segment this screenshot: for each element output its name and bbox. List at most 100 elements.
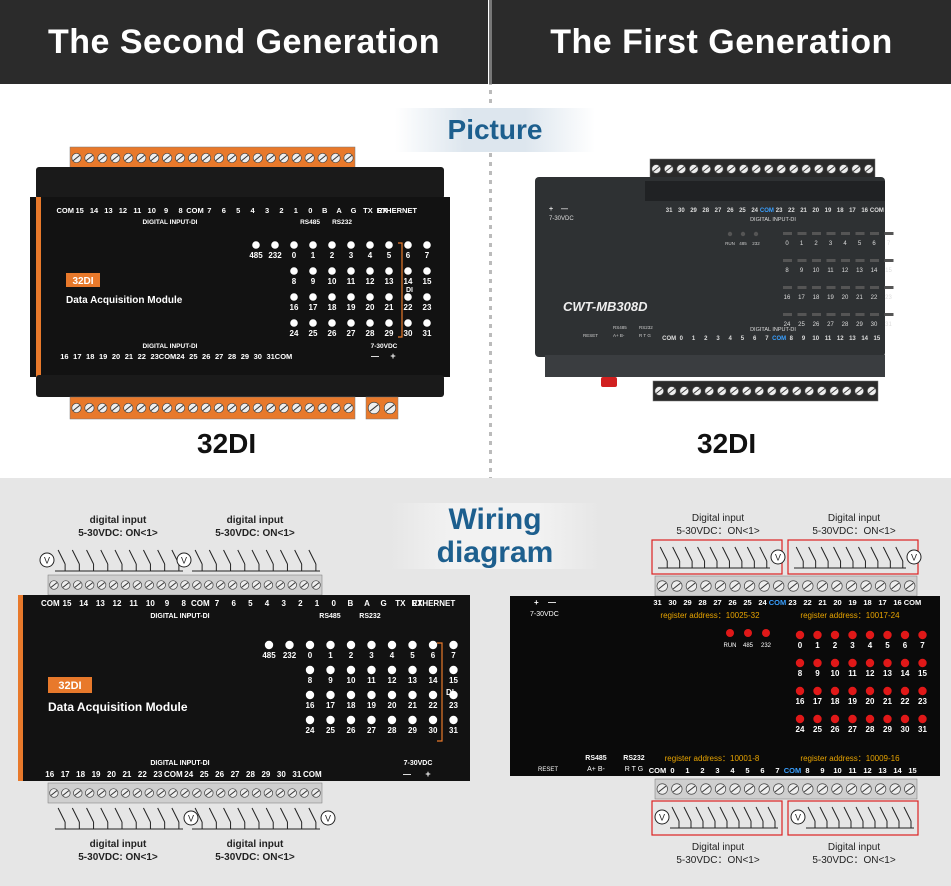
- bottom-terminal-screw-slot: [86, 790, 93, 796]
- top-input-b-voltage-symbol: [176, 552, 192, 568]
- top-terminal-screw-slot: [277, 582, 284, 588]
- bottom-terminal-screw-slot: [176, 405, 184, 411]
- di-led-led: [423, 267, 431, 275]
- di-led-led: [848, 714, 857, 724]
- bottom-input-a-voltage-v: V: [659, 813, 665, 823]
- bottom-terminal-label: 22: [138, 352, 146, 361]
- top-terminal-screw-slot: [840, 166, 848, 172]
- top-terminal-screw-slot: [827, 166, 835, 172]
- top-terminal-screw-slot: [701, 582, 710, 590]
- bottom-terminal-screw-slot: [202, 405, 210, 411]
- top-input-a-switch: [142, 549, 151, 565]
- di-led-label: 26: [347, 726, 356, 735]
- bottom-input-b-switch: [308, 807, 317, 823]
- bottom-terminal-label: 22: [138, 770, 147, 779]
- bottom-terminal-screw-slot: [312, 790, 320, 796]
- di-led-led: [309, 241, 317, 249]
- bottom-terminal-label: 2: [700, 766, 704, 775]
- bottom-input-b-voltage-v: V: [325, 814, 331, 824]
- rs485-label: RS485: [300, 219, 320, 226]
- top-terminal-screw-slot: [332, 155, 340, 161]
- bottom-input-b-switch: [237, 807, 246, 823]
- bottom-input-a-switch: [142, 807, 151, 823]
- bottom-terminal-screw-slot: [62, 790, 70, 796]
- di-led-label: 24: [290, 329, 299, 338]
- di-led-label: 31: [423, 329, 432, 338]
- top-terminal-screw-slot: [731, 582, 740, 590]
- bottom-input-a-switch: [743, 806, 752, 822]
- top-terminal-label: 30: [678, 208, 685, 214]
- rs485-pins: A+ B-: [613, 333, 625, 338]
- di-led-label: 11: [347, 277, 356, 286]
- di-led-led: [900, 686, 910, 696]
- top-terminal-label: 0: [308, 206, 312, 215]
- di-led-label: 17: [309, 303, 318, 312]
- top-terminal-screw-slot: [134, 582, 141, 588]
- second-gen-caption: 32DI: [197, 428, 257, 459]
- di-led-label: 23: [423, 303, 432, 312]
- bottom-terminal-label: 18: [86, 352, 94, 361]
- di-led: [884, 232, 894, 235]
- di-led-label: 20: [388, 701, 397, 710]
- bottom-terminal-label: 3: [715, 766, 719, 775]
- top-terminal-label: 5: [236, 206, 240, 215]
- top-terminal-screw-slot: [715, 166, 723, 172]
- top-terminal-label: 26: [727, 208, 734, 214]
- di-led-label: 8: [292, 277, 297, 286]
- di-led-label: 22: [404, 303, 413, 312]
- di-led-label: 15: [449, 676, 458, 685]
- rs232-pins: R T G: [625, 766, 643, 773]
- di-led-led: [404, 241, 412, 249]
- module-name: Data Acquisition Module: [66, 295, 183, 306]
- bottom-terminal-screw-slot: [668, 388, 676, 394]
- top-terminal-screw-slot: [765, 166, 773, 172]
- top-input-b-switch: [857, 546, 866, 562]
- di-led-led: [305, 640, 315, 650]
- di-led-label: 4: [390, 651, 395, 660]
- di-bracket: [437, 642, 443, 742]
- bottom-terminal-screw-slot: [805, 388, 813, 394]
- di-led-label: 21: [856, 295, 863, 301]
- bottom-di-label: DIGITAL INPUT-DI: [750, 327, 796, 333]
- di-led-label: 9: [311, 277, 316, 286]
- di-led-led: [328, 241, 336, 249]
- status-led: [744, 629, 752, 637]
- di-led: [841, 232, 850, 235]
- rs485-pins: A+ B-: [587, 766, 605, 773]
- bottom-terminal-label: 10: [833, 766, 841, 775]
- bottom-terminal-label: 16: [60, 352, 68, 361]
- bottom-terminal-label: 15: [874, 336, 881, 342]
- di-led-led: [347, 267, 355, 275]
- top-terminal-label: 15: [75, 206, 83, 215]
- di-led: [870, 286, 879, 289]
- top-terminal-label: 3: [281, 599, 286, 608]
- bottom-terminal-screw-slot: [344, 405, 353, 411]
- di-led-label: 1: [311, 251, 316, 260]
- bottom-input-a-switch: [100, 807, 109, 823]
- di-led-label: 15: [423, 277, 432, 286]
- di-led-led: [918, 658, 927, 668]
- status-led: [740, 231, 746, 237]
- bottom-input-a-switch: [671, 806, 680, 822]
- top-terminal-label: 4: [265, 599, 270, 608]
- bottom-terminal-label: 25: [189, 352, 197, 361]
- di-led-led: [367, 715, 376, 725]
- top-terminal-screw-slot: [228, 155, 236, 161]
- top-terminal-screw-slot: [815, 166, 823, 172]
- di-bracket-label: DI: [446, 688, 454, 697]
- bottom-terminal-screw-slot: [332, 405, 340, 411]
- bottom-terminal-label: 13: [878, 766, 886, 775]
- bottom-terminal-label: 19: [92, 770, 101, 779]
- register-bottom-right: register address：10009-16: [800, 754, 900, 763]
- di-led-led: [423, 241, 431, 249]
- top-terminal-label: 30: [668, 598, 676, 607]
- di-led-led: [367, 640, 376, 650]
- top-input-b-switch: [895, 546, 904, 562]
- top-terminal-screw-slot: [229, 582, 236, 588]
- di-led-label: 22: [429, 701, 438, 710]
- di-led-label: 20: [866, 697, 875, 706]
- status-led-label: RUN: [724, 643, 737, 649]
- top-terminal-label: 16: [893, 598, 901, 607]
- di-led-label: 9: [815, 669, 820, 678]
- bottom-terminal-screw-slot: [169, 790, 177, 796]
